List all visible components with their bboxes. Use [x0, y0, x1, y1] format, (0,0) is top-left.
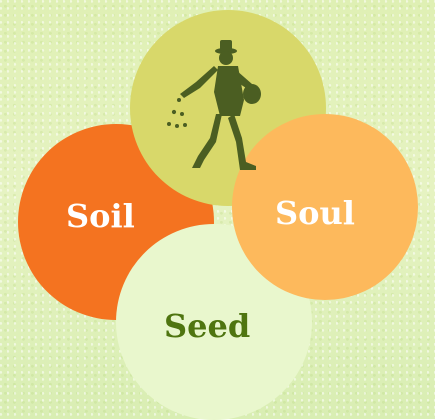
soil-label: Soil [66, 197, 135, 235]
soul-label: Soul [275, 194, 355, 232]
soul-circle [232, 114, 418, 300]
sower-icon [167, 40, 261, 170]
seed-label: Seed [164, 307, 251, 345]
